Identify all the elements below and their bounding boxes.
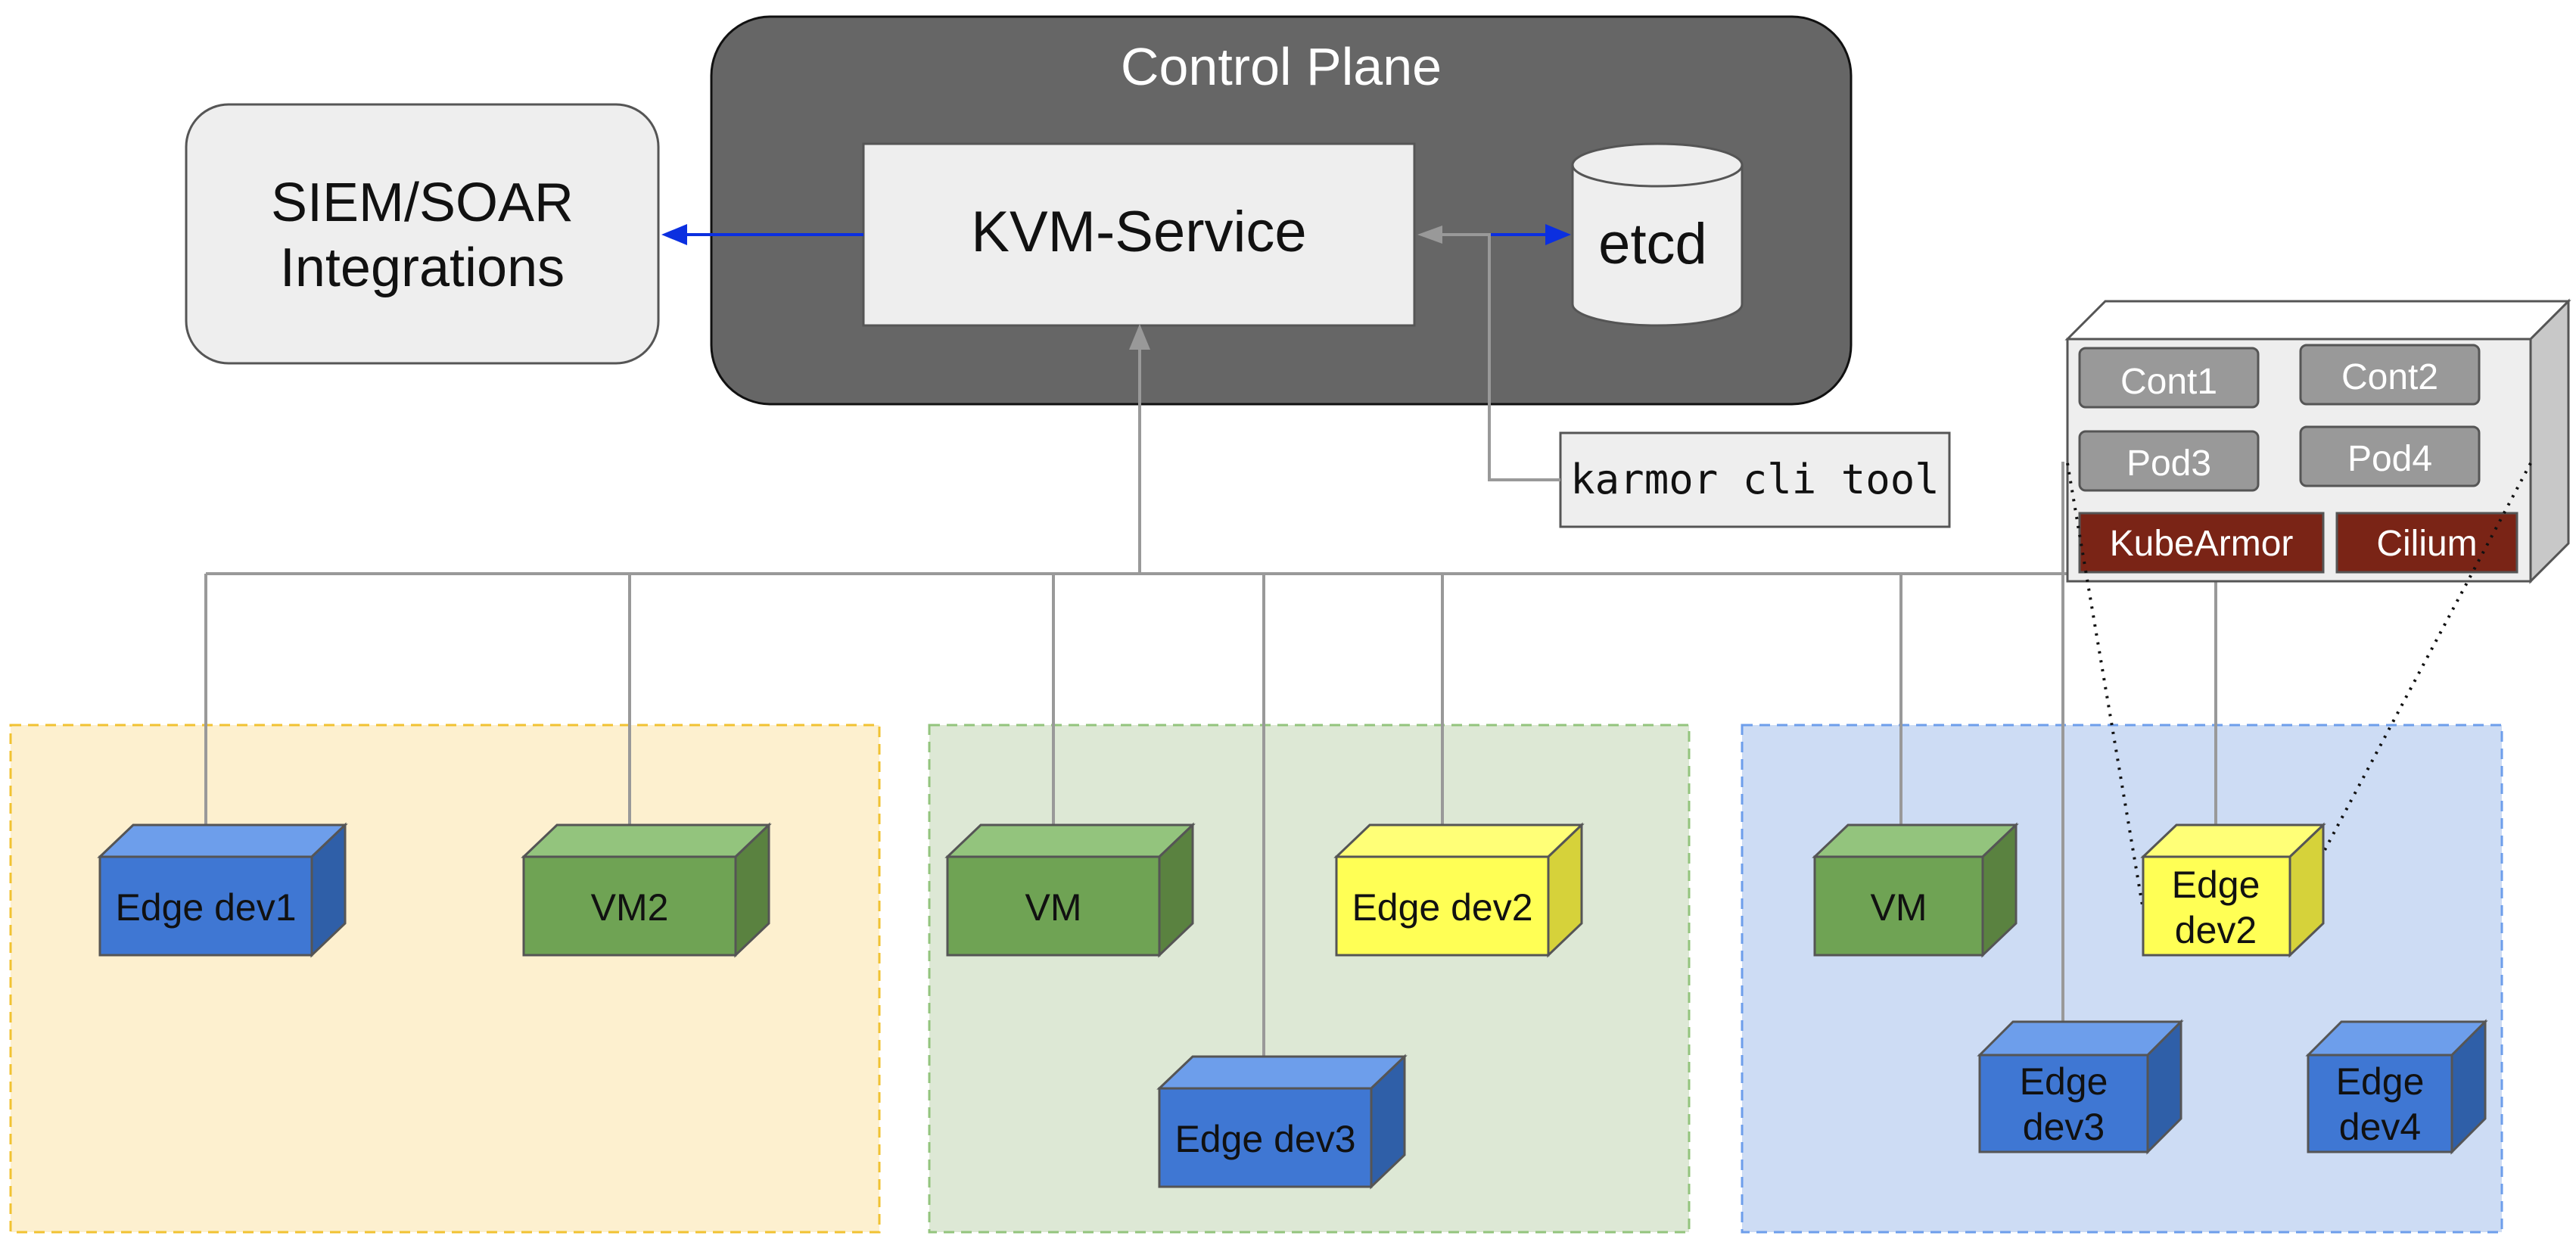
vm2-device[interactable] <box>521 822 772 958</box>
edge-dev3-blue-zone-device[interactable] <box>1977 1019 2184 1155</box>
cont2-box[interactable] <box>2299 344 2481 406</box>
pod3-label: Pod3 <box>2126 444 2211 484</box>
edge-dev1-device[interactable] <box>97 822 348 958</box>
edge-dev3-green-zone-label: Edge dev3 <box>1174 1118 1355 1160</box>
edge-dev4-label-line1: Edge <box>2336 1060 2425 1103</box>
zone-yellow <box>9 724 881 1234</box>
etcd-label: etcd <box>1598 212 1707 276</box>
karmor-cli-connector <box>1417 226 1560 481</box>
etcd-database-icon[interactable] <box>1571 142 1744 327</box>
bus-arrow-head <box>1129 324 1150 350</box>
vm-green-zone-label: VM <box>1025 886 1082 929</box>
pod3-box[interactable] <box>2078 430 2260 492</box>
siem-soar-label-line1: SIEM/SOAR <box>271 173 574 233</box>
kvm-service-label: KVM-Service <box>971 200 1306 264</box>
kubearmor-label: KubeArmor <box>2110 524 2294 564</box>
pod4-label: Pod4 <box>2347 439 2432 479</box>
device-bus-connector <box>204 350 2217 1088</box>
zone-blue <box>1741 724 2503 1234</box>
edge-dev2-green-zone-label: Edge dev2 <box>1352 886 1532 929</box>
siem-soar-label-line2: Integrations <box>280 238 565 298</box>
edge-dev3-green-zone-device[interactable] <box>1156 1054 1408 1190</box>
edge-dev3-blue-zone-label-line2: dev3 <box>2023 1106 2105 1148</box>
edge-dev4-label-line2: dev4 <box>2339 1106 2421 1148</box>
vm-blue-zone-device[interactable] <box>1812 822 2019 958</box>
edge-dev2-blue-zone-label-line2: dev2 <box>2175 909 2257 951</box>
karmor-cli-label: karmor cli tool <box>1570 456 1940 503</box>
vm-green-zone-device[interactable] <box>944 822 1196 958</box>
edge-dev2-green-zone-device[interactable] <box>1333 822 1585 958</box>
cont1-box[interactable] <box>2078 347 2260 409</box>
vm2-label: VM2 <box>591 886 669 929</box>
edge-dev4-device[interactable] <box>2305 1019 2488 1155</box>
control-plane-title: Control Plane <box>1121 37 1442 96</box>
siem-soar-box[interactable] <box>185 103 660 365</box>
cilium-label: Cilium <box>2376 524 2477 564</box>
edge-dev1-label: Edge dev1 <box>115 886 296 929</box>
edge-dev3-blue-zone-label-line1: Edge <box>2020 1060 2108 1103</box>
pod4-box[interactable] <box>2299 425 2481 487</box>
kvm-to-etcd-arrow <box>1489 224 1571 245</box>
vm-blue-zone-label: VM <box>1871 886 1927 929</box>
edge-dev2-blue-zone-label-line1: Edge <box>2172 864 2260 906</box>
cont2-label: Cont2 <box>2341 357 2438 397</box>
edge-dev2-blue-zone-device[interactable] <box>2140 822 2326 958</box>
kubearmor-box[interactable] <box>2078 512 2325 574</box>
cont1-label: Cont1 <box>2120 362 2217 402</box>
cilium-box[interactable] <box>2335 512 2518 574</box>
kvm-to-siem-arrow <box>661 224 863 245</box>
